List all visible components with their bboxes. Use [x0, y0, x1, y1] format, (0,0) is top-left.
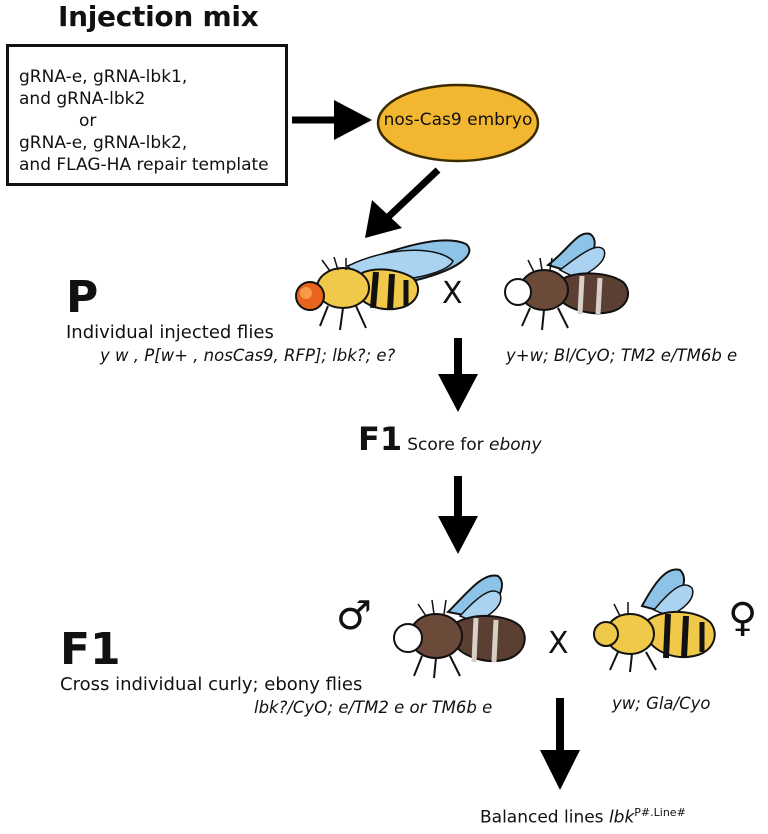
f1-score-label: F1 — [358, 420, 403, 458]
arrow-f1-to-cross — [438, 476, 478, 554]
f1-score-text: Score for — [407, 435, 490, 455]
male-symbol: ♂ — [336, 593, 372, 639]
p-generation-label: P — [66, 272, 99, 323]
f1-genotype-left: lbk?/CyO; e/TM2 e or TM6b e — [254, 698, 493, 717]
female-symbol: ♀ — [728, 595, 758, 641]
mix-line-1: gRNA-e, gRNA-lbk1, — [19, 67, 188, 87]
result-italic: lbk — [608, 807, 635, 828]
injected-fly-illustration — [295, 239, 471, 331]
f1-male-fly-illustration — [393, 574, 526, 679]
arrow-box-to-embryo — [292, 100, 372, 140]
result-row: Balanced lines lbkP#.Line# — [480, 806, 686, 828]
embryo-label: nos-Cas9 embryo — [383, 110, 533, 130]
p-genotype-left: y w , P[w+ , nosCas9, RFP]; lbk?; e? — [100, 346, 396, 365]
f1-female-fly-illustration — [593, 568, 716, 673]
f1-cross-description: Cross individual curly; ebony flies — [60, 674, 363, 695]
mix-line-4: and FLAG-HA repair template — [19, 155, 269, 175]
f1-score-italic: ebony — [489, 435, 542, 455]
page-title: Injection mix — [58, 0, 259, 33]
arrow-embryo-to-fly — [365, 167, 441, 238]
f1-cross-label: F1 — [60, 624, 121, 675]
mix-line-3: gRNA-e, gRNA-lbk2, — [19, 133, 188, 153]
injection-mix-box: gRNA-e, gRNA-lbk1, and gRNA-lbk2 or gRNA… — [6, 44, 288, 186]
p-generation-description: Individual injected flies — [66, 322, 274, 343]
p-cross-symbol: X — [442, 276, 463, 311]
embryo-shape — [376, 83, 540, 163]
mix-line-2: and gRNA-lbk2 — [19, 89, 146, 109]
mix-or: or — [79, 111, 97, 131]
balancer-fly-illustration — [504, 232, 630, 331]
result-superscript: P#.Line# — [634, 806, 686, 819]
f1-genotype-right: yw; Gla/Cyo — [612, 694, 711, 713]
p-genotype-right: y+w; Bl/CyO; TM2 e/TM6b e — [506, 346, 738, 365]
result-text: Balanced lines — [480, 807, 609, 828]
arrow-cross-to-result — [540, 698, 580, 790]
arrow-p-to-f1 — [438, 338, 478, 412]
f1-cross-symbol: X — [548, 626, 569, 661]
f1-score-row: F1 Score for ebony — [358, 420, 542, 458]
